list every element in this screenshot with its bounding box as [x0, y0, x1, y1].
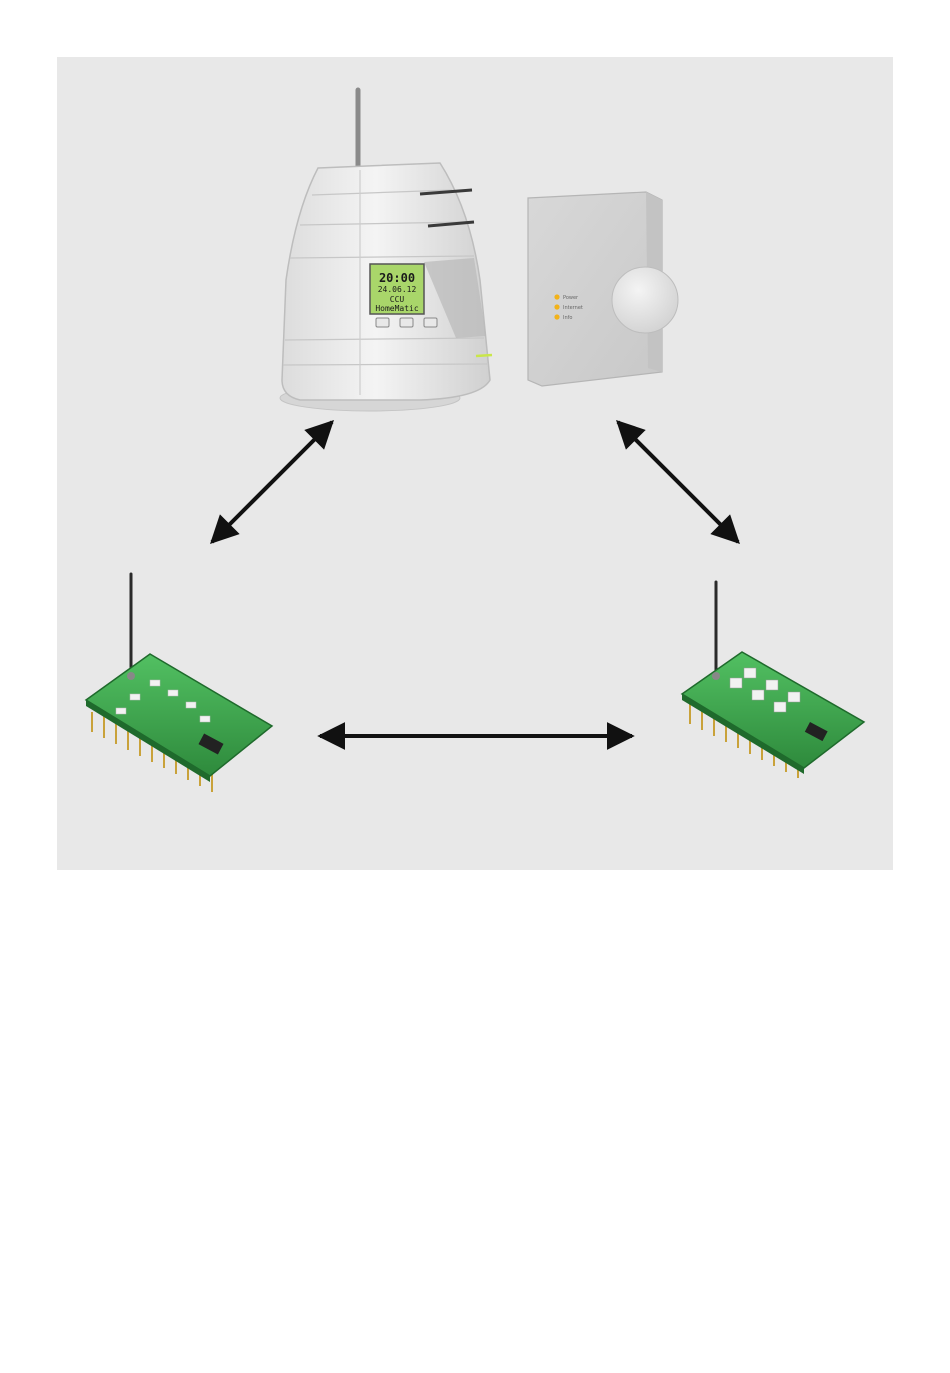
lan-gateway-device: Power Internet Info: [528, 192, 678, 386]
rf-module-right: [682, 582, 864, 778]
lcd-date: 24.06.12: [378, 285, 417, 294]
led-internet-icon: [554, 304, 559, 309]
ccu-lcd: 20:00 24.06.12 CCU HomeMatic: [370, 264, 424, 314]
led-info-icon: [554, 314, 559, 319]
ccu-device: 20:00 24.06.12 CCU HomeMatic: [280, 90, 492, 411]
lcd-time: 20:00: [379, 271, 415, 285]
lcd-line-homematic: HomeMatic: [375, 304, 419, 313]
led-power-label: Power: [563, 295, 579, 301]
arrow-gateway-to-right-module: [618, 422, 738, 542]
lcd-line-ccu: CCU: [390, 295, 405, 304]
arrow-ccu-to-left-module: [212, 422, 332, 542]
rf-module-left: [86, 574, 272, 792]
led-internet-label: Internet: [563, 305, 583, 311]
led-info-label: Info: [563, 315, 572, 321]
ccu-button-menu[interactable]: [400, 318, 413, 327]
ccu-button-left[interactable]: [376, 318, 389, 327]
gateway-knob: [612, 267, 678, 333]
ccu-button-right[interactable]: [424, 318, 437, 327]
led-power-icon: [554, 294, 559, 299]
